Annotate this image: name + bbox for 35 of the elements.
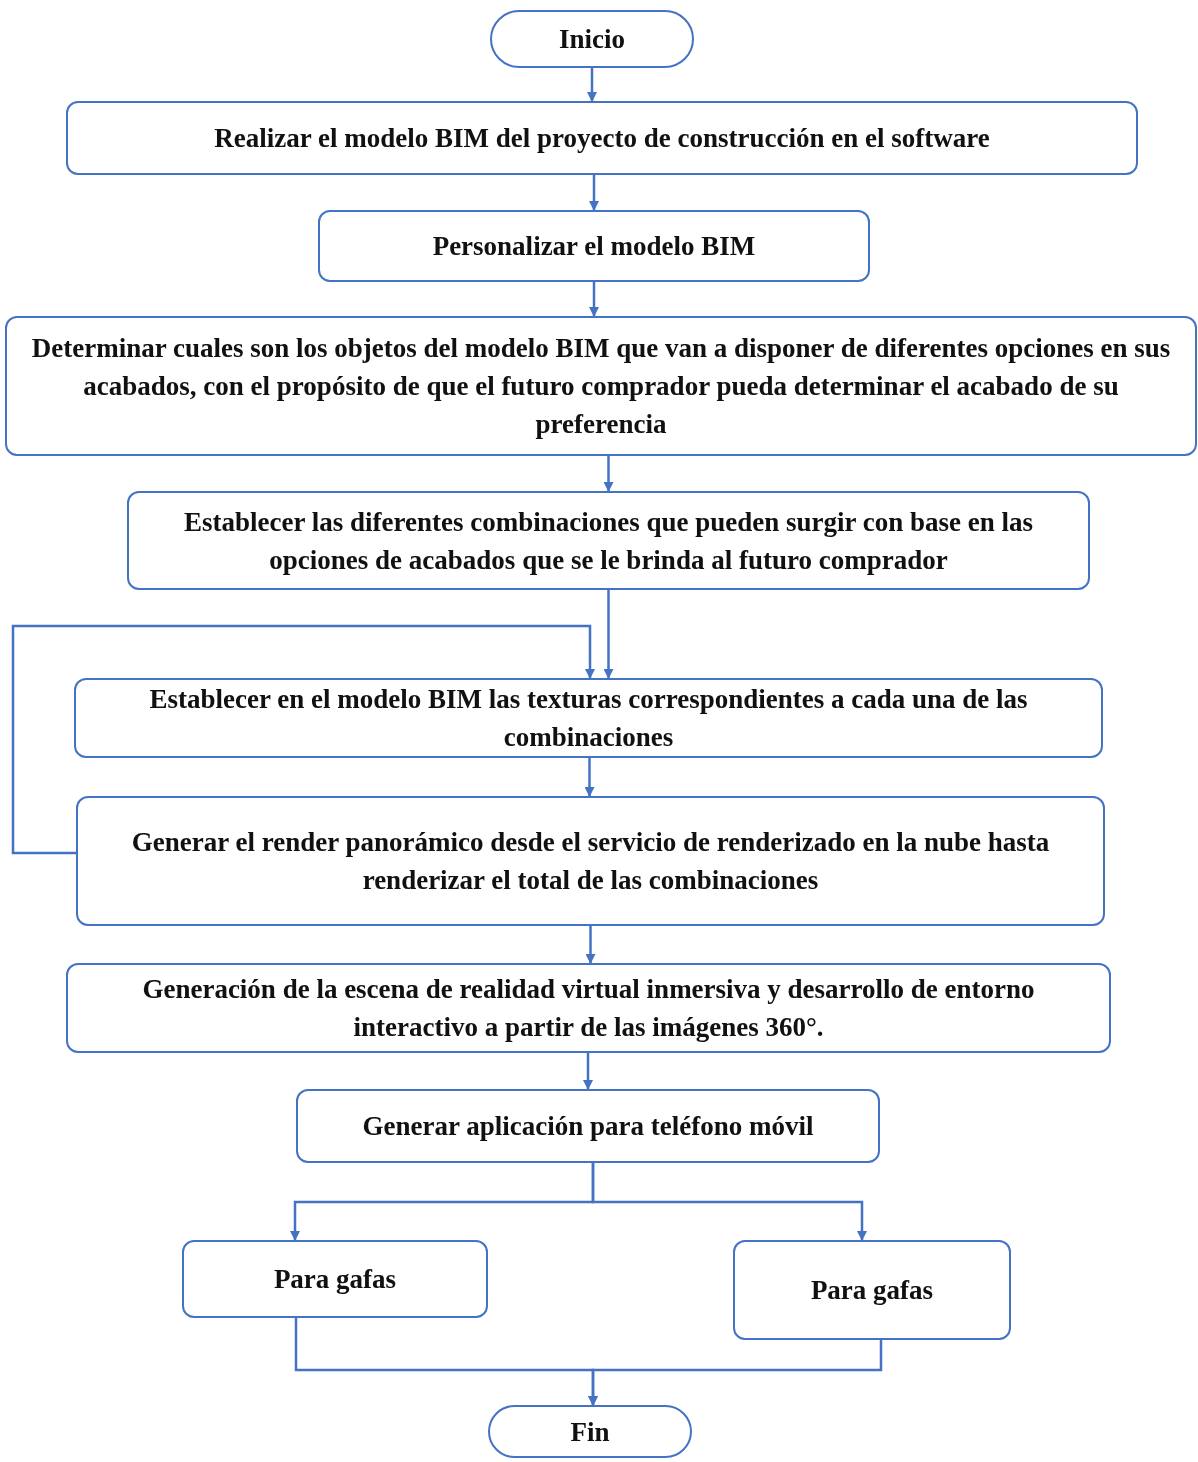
arrow	[587, 68, 597, 102]
arrow	[591, 1163, 867, 1241]
terminal-box	[488, 1405, 692, 1458]
process-box	[127, 491, 1090, 590]
node-text: Para gafas	[273, 1263, 397, 1296]
process-box	[76, 796, 1105, 926]
arrow	[589, 175, 599, 211]
process-box	[66, 963, 1111, 1053]
node-text: Personalizar el modelo BIM	[432, 230, 756, 263]
node-text: Fin	[570, 1415, 610, 1449]
node-text: Establecer las diferentes combinaciones que pueden surgir con base en las opciones de acabados que se le brinda al futuro comprador	[183, 505, 1034, 577]
arrow	[583, 1053, 593, 1090]
process-box	[296, 1089, 880, 1163]
node-text: Inicio	[559, 23, 625, 56]
process-box	[318, 210, 870, 282]
arrow	[603, 456, 614, 492]
node-text: Establecer en el modelo BIM las texturas correspondientes a cada una de las combinaciones	[148, 683, 1029, 754]
node-text: Generar aplicación para teléfono móvil	[362, 1110, 814, 1143]
arrow	[584, 758, 595, 797]
terminal-box	[490, 10, 694, 68]
process-box	[74, 678, 1103, 758]
process-box	[66, 101, 1138, 175]
node-text: Para gafas	[810, 1274, 934, 1307]
arrow	[11, 624, 595, 855]
process-box	[5, 316, 1197, 456]
node-text: Generación de la escena de realidad virtual inmersiva y desarrollo de entorno interactivo a partir de las imágenes 360°.	[141, 973, 1036, 1044]
arrow	[588, 1340, 883, 1406]
process-box	[733, 1240, 1011, 1340]
node-text: Determinar cuales son los objetos del modelo BIM que van a disponer de diferentes opciones en sus acabados, con el propósito de que el futuro comprador pueda determinar el acabado de su preferencia	[30, 332, 1172, 441]
node-text: Generar el render panorámico desde el servicio de renderizado en la nube hasta renderizar el total de las combinaciones	[130, 826, 1051, 897]
arrow	[589, 282, 599, 317]
node-text: Realizar el modelo BIM del proyecto de construcción en el software	[214, 122, 990, 155]
process-box	[182, 1240, 488, 1318]
arrow	[603, 590, 614, 679]
arrow	[585, 926, 596, 964]
